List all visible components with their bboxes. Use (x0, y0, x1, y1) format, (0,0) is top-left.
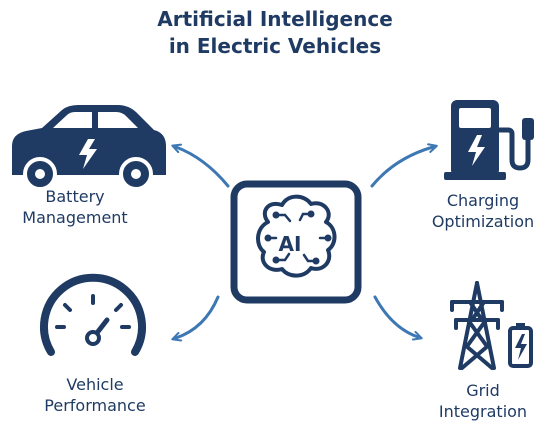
title-line-1: Artificial Intelligence (157, 7, 393, 31)
label-grid-line-2: Integration (438, 402, 528, 421)
label-grid-line-1: Grid (466, 381, 500, 400)
arrows (171, 143, 438, 342)
ai-label: AI (278, 232, 302, 256)
label-battery-line-1: Battery (45, 187, 105, 206)
title-line-2: in Electric Vehicles (168, 34, 382, 58)
arrow-to-charging (370, 143, 438, 188)
label-battery-management: Battery Management (0, 186, 150, 228)
arrow-to-grid (373, 295, 423, 341)
label-grid-integration: Grid Integration (416, 380, 550, 422)
label-performance-line-2: Performance (44, 396, 146, 415)
ai-brain-chip-icon (230, 180, 362, 304)
speedometer-icon (40, 273, 146, 356)
label-vehicle-performance: Vehicle Performance (20, 374, 170, 416)
label-charging-optimization: Charging Optimization (416, 190, 550, 232)
arrow-to-battery (171, 143, 230, 188)
label-performance-line-1: Vehicle (66, 375, 124, 394)
charging-station-icon (444, 100, 534, 180)
label-charging-line-2: Optimization (431, 212, 535, 231)
label-battery-line-2: Management (22, 208, 128, 227)
diagram-title: Artificial Intelligence in Electric Vehi… (0, 6, 550, 60)
power-tower-battery-icon (450, 281, 533, 370)
label-charging-line-1: Charging (446, 191, 520, 210)
electric-car-icon (12, 105, 166, 191)
arrow-to-performance (171, 295, 220, 342)
